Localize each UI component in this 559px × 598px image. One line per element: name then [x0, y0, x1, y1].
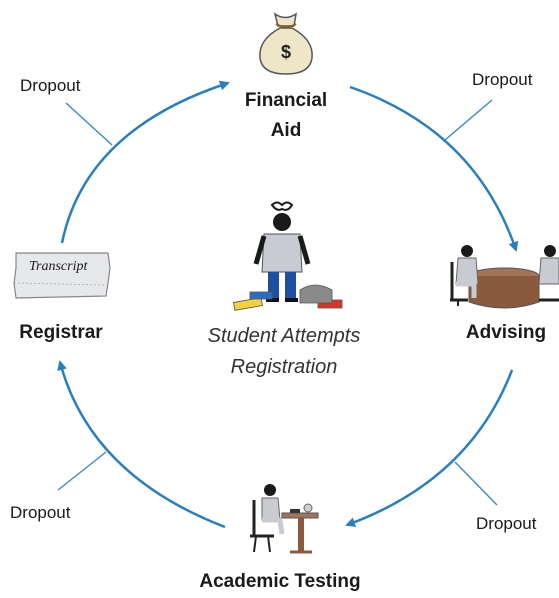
- stage-academic-testing-label: Academic Testing: [199, 571, 361, 592]
- stage-financial-aid-label: Financial Aid: [224, 86, 348, 146]
- money-bag-icon: $: [259, 12, 313, 75]
- dropout-line-top-left: [65, 102, 113, 146]
- cycle-arrow-advising-to-academic-testing: [345, 369, 514, 527]
- cycle-arrow-registrar-to-financial-aid: [60, 80, 230, 244]
- dropout-line-bottom-left: [57, 451, 107, 491]
- dropout-label-top-right: Dropout: [472, 70, 533, 89]
- transcript-icon: [13, 252, 111, 299]
- center-caption-line1: Student Attempts: [207, 325, 361, 347]
- center-caption: Student Attempts Registration: [174, 321, 394, 383]
- stage-financial-aid-line2: Aid: [270, 120, 302, 141]
- dropout-line-top-right: [444, 99, 493, 141]
- confused-student-with-dropped-books-icon: [233, 201, 343, 311]
- cycle-arrow-academic-testing-to-registrar: [57, 360, 226, 529]
- dropout-label-bottom-left: Dropout: [10, 503, 71, 522]
- dropout-line-bottom-right: [454, 461, 498, 506]
- advising-meeting-icon: [450, 245, 559, 309]
- center-caption-line2: Registration: [230, 356, 338, 378]
- svg-text:$: $: [281, 42, 291, 62]
- student-at-desk-icon: [250, 484, 319, 554]
- stage-advising-label: Advising: [465, 322, 547, 343]
- stage-registrar-label: Registrar: [19, 322, 103, 343]
- dropout-label-top-left: Dropout: [20, 76, 81, 95]
- cycle-arrow-financial-aid-to-advising: [349, 85, 519, 252]
- stage-financial-aid-line1: Financial: [244, 90, 328, 111]
- dropout-label-bottom-right: Dropout: [476, 514, 537, 533]
- transcript-label: Transcript: [29, 259, 88, 274]
